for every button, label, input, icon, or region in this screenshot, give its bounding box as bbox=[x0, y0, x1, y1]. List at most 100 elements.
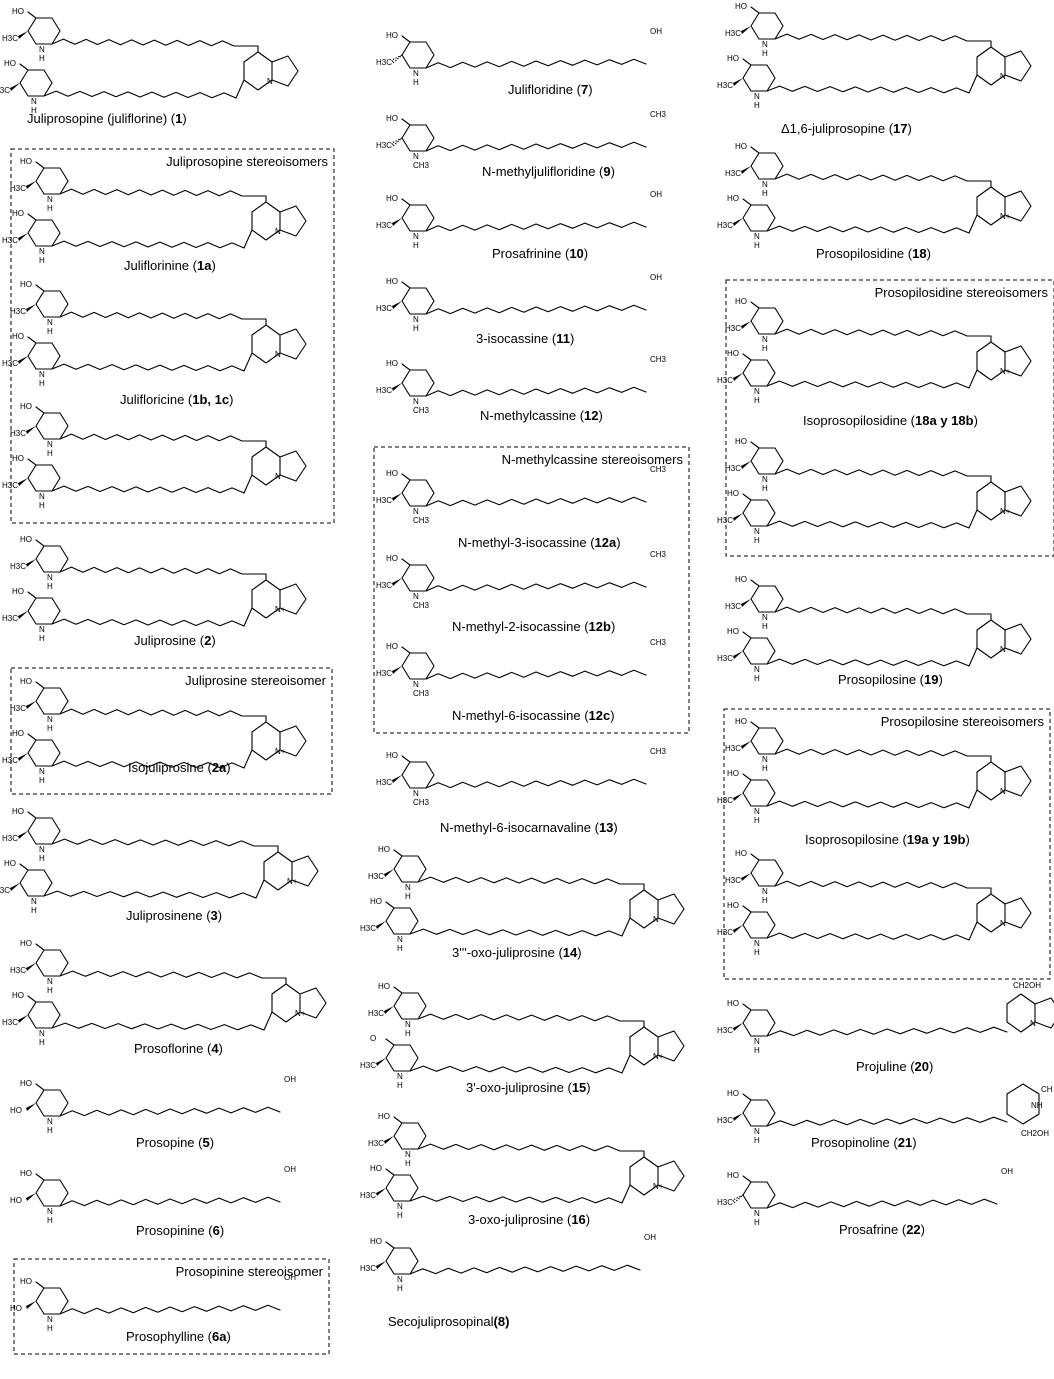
methyl-wedge bbox=[391, 54, 403, 64]
stereoisomer-box: Prosopinine stereoisomer bbox=[13, 1258, 330, 1355]
piperidine-ring bbox=[401, 287, 435, 315]
methyl-label: H3C bbox=[717, 1026, 733, 1035]
upper-alkyl-chain bbox=[59, 188, 267, 203]
n-substituent-label: H bbox=[762, 764, 768, 773]
box-title: Juliprosopine stereoisomers bbox=[166, 154, 328, 169]
nitrogen-label: N bbox=[39, 767, 45, 776]
n-substituent-label: H bbox=[754, 816, 760, 825]
lower-alkyl-chain bbox=[766, 647, 978, 667]
compound-label: Isojuliprosine (2a) bbox=[128, 760, 231, 775]
piperidine-ring bbox=[742, 64, 776, 92]
methyl-wedge bbox=[10, 883, 20, 891]
hydroxy-label: HO bbox=[12, 332, 24, 341]
piperidine-ring bbox=[27, 817, 61, 845]
methyl-label: H3C bbox=[10, 966, 26, 975]
hydroxy-label: HO bbox=[735, 142, 747, 151]
n-substituent-label: H bbox=[405, 1159, 411, 1168]
n-substituent-label: H bbox=[39, 501, 45, 510]
five-membered-ring bbox=[1004, 485, 1032, 517]
methyl-wedge bbox=[376, 1058, 386, 1066]
piperidine-ring bbox=[27, 342, 61, 370]
oh-bond bbox=[750, 721, 760, 729]
methyl-label: H3C bbox=[717, 81, 733, 90]
lower-alkyl-chain bbox=[766, 74, 978, 94]
hydroxy-label: HO bbox=[727, 489, 739, 498]
lower-alkyl-chain bbox=[51, 474, 253, 494]
methyl-wedge bbox=[26, 181, 36, 189]
nitrogen-label: N bbox=[397, 1072, 403, 1081]
methyl-wedge bbox=[26, 559, 36, 567]
piperidine-ring bbox=[742, 359, 776, 387]
compound-name: Prosopine ( bbox=[136, 1135, 203, 1150]
methyl-wedge bbox=[741, 26, 751, 34]
compound-paren: ) bbox=[211, 258, 215, 273]
n-substituent-label: H bbox=[754, 1218, 760, 1227]
compound-paren: ) bbox=[210, 1135, 214, 1150]
methyl-wedge bbox=[376, 921, 386, 929]
oh-bond bbox=[385, 901, 395, 909]
compound-label: Prosafrine (22) bbox=[839, 1222, 925, 1237]
n-substituent-label: H bbox=[47, 1324, 53, 1333]
nitrogen-label: N bbox=[47, 1315, 53, 1324]
alkyl-chain bbox=[425, 669, 647, 680]
oh-bond bbox=[19, 863, 29, 871]
n-substituent-label: H bbox=[413, 78, 419, 87]
piperidine-ring bbox=[393, 1122, 427, 1150]
oh-bond bbox=[393, 986, 403, 994]
lower-alkyl-chain bbox=[766, 509, 978, 529]
compound-name: Prosopinoline ( bbox=[811, 1135, 898, 1150]
oh-bond bbox=[35, 1281, 45, 1289]
nitrogen-label: N bbox=[754, 387, 760, 396]
methyl-label: HO bbox=[10, 1106, 22, 1115]
bicyclic-nitrogen: N bbox=[275, 227, 281, 236]
nitrogen-label: N bbox=[762, 475, 768, 484]
five-membered-ring bbox=[299, 987, 327, 1019]
nitrogen-label: N bbox=[413, 680, 419, 689]
methyl-label: H3C bbox=[376, 58, 392, 67]
upper-alkyl-chain bbox=[417, 876, 645, 891]
compound-name: Prosopilosine ( bbox=[838, 672, 925, 687]
oh-bond bbox=[385, 1241, 395, 1249]
lower-alkyl-chain bbox=[51, 607, 253, 627]
compound-label: Prosoflorine (4) bbox=[134, 1041, 223, 1056]
piperidine-ring bbox=[35, 687, 69, 715]
compound-label: N-methyljulifloridine (9) bbox=[482, 164, 615, 179]
oh-bond bbox=[750, 853, 760, 861]
piperidine-ring bbox=[385, 1174, 419, 1202]
compound-paren: ) bbox=[974, 413, 978, 428]
alkyl-chain bbox=[425, 386, 647, 397]
piperidine-ring bbox=[401, 204, 435, 232]
methyl-label: H3C bbox=[2, 481, 18, 490]
n-substituent-label: H bbox=[47, 582, 53, 591]
lower-alkyl-chain bbox=[51, 1011, 273, 1031]
chain-terminus-label: OH bbox=[650, 190, 662, 199]
nitrogen-label: N bbox=[39, 370, 45, 379]
compound-number: 18 bbox=[912, 246, 926, 261]
hydroxy-label: HO bbox=[20, 1169, 32, 1178]
compound-paren: ) bbox=[586, 1080, 590, 1095]
compound-paren: ) bbox=[570, 331, 574, 346]
lower-alkyl-chain bbox=[766, 789, 978, 809]
oh-bond bbox=[35, 681, 45, 689]
hydroxy-label: HO bbox=[727, 769, 739, 778]
hydroxy-label: HO bbox=[20, 535, 32, 544]
hydroxy-label: O bbox=[370, 1034, 376, 1043]
compound-label: Juliprosinene (3) bbox=[126, 908, 222, 923]
methyl-label: H3C bbox=[725, 29, 741, 38]
compound-name: N-methyl-6-isocassine ( bbox=[452, 708, 589, 723]
dashed-frame bbox=[723, 708, 1051, 980]
lower-alkyl-chain bbox=[409, 917, 631, 937]
methyl-wedge bbox=[376, 1188, 386, 1196]
n-substituent-label: CH3 bbox=[413, 161, 430, 170]
upper-alkyl-chain bbox=[774, 328, 992, 343]
nitrogen-label: N bbox=[762, 755, 768, 764]
compound-paren: ) bbox=[229, 392, 233, 407]
lower-alkyl-chain bbox=[766, 369, 978, 389]
methyl-label: H3C bbox=[2, 834, 18, 843]
nitrogen-label: N bbox=[397, 1202, 403, 1211]
oh-bond bbox=[27, 336, 37, 344]
